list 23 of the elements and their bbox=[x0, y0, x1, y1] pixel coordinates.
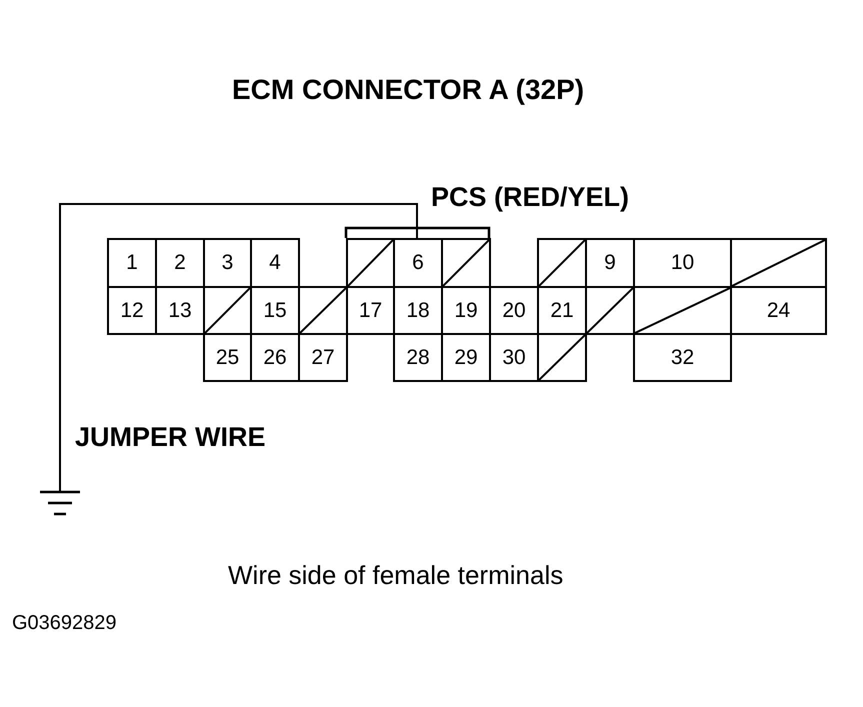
blank-cavity bbox=[585, 286, 635, 335]
terminal-cavity: 24 bbox=[730, 286, 827, 335]
blank-cavity bbox=[441, 238, 491, 288]
ground-symbol bbox=[38, 488, 82, 518]
jumper-wire bbox=[59, 203, 418, 492]
blank-cavity bbox=[730, 238, 827, 288]
wire-color-label: PCS (RED/YEL) bbox=[431, 182, 630, 213]
terminal-cavity: 27 bbox=[298, 333, 348, 382]
figure-id: G03692829 bbox=[12, 612, 117, 635]
terminal-cavity: 4 bbox=[250, 238, 300, 288]
caption: Wire side of female terminals bbox=[228, 560, 564, 591]
terminal-cavity: 25 bbox=[203, 333, 252, 382]
terminal-cavity: 28 bbox=[393, 333, 443, 382]
blank-cavity bbox=[537, 238, 587, 288]
blank-cavity bbox=[633, 286, 732, 335]
terminal-cavity: 32 bbox=[633, 333, 732, 382]
blank-cavity bbox=[346, 238, 395, 288]
blank-cavity bbox=[537, 333, 587, 382]
terminal-cavity: 12 bbox=[107, 286, 157, 335]
blank-cavity bbox=[203, 286, 252, 335]
diagram-title: ECM CONNECTOR A (32P) bbox=[232, 74, 584, 106]
blank-cavity bbox=[298, 286, 348, 335]
terminal-cavity: 1 bbox=[107, 238, 157, 288]
